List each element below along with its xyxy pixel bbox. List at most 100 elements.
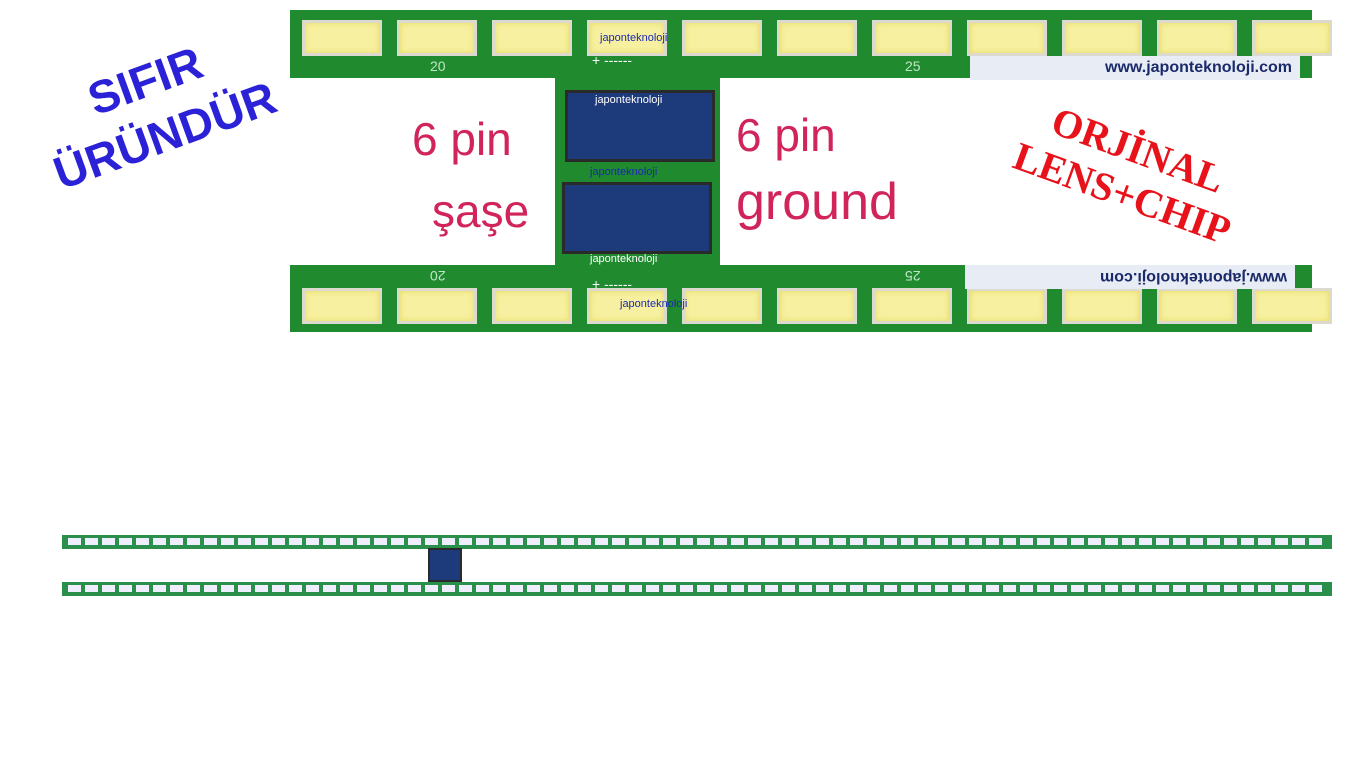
led-chip [425, 585, 438, 592]
led-chip [68, 538, 81, 545]
led-chip [1122, 585, 1135, 592]
led-chip [397, 288, 477, 324]
led-chip [204, 585, 217, 592]
led-chip [629, 538, 642, 545]
led-chip [765, 585, 778, 592]
led-chip [544, 538, 557, 545]
led-chip [646, 538, 659, 545]
led-chip [952, 585, 965, 592]
led-chip [587, 20, 667, 56]
brand-text: japonteknoloji [600, 32, 668, 44]
led-chip [561, 585, 574, 592]
led-chip [85, 585, 98, 592]
led-chip [1309, 585, 1322, 592]
led-chip [527, 538, 540, 545]
led-strip-1 [62, 535, 1332, 549]
led-chip [587, 288, 667, 324]
led-chip [302, 20, 382, 56]
led-chip [102, 585, 115, 592]
led-chip [777, 20, 857, 56]
led-chip [782, 538, 795, 545]
url-label: www.japonteknoloji.com [970, 56, 1300, 80]
led-chip [391, 538, 404, 545]
led-chip [884, 585, 897, 592]
led-chip [476, 585, 489, 592]
led-chip [272, 585, 285, 592]
led-chip [1252, 20, 1332, 56]
led-chip [850, 538, 863, 545]
brand-text: japonteknoloji [590, 166, 658, 178]
led-chip [967, 20, 1047, 56]
brand-text: japonteknoloji [595, 94, 663, 106]
led-chip [374, 538, 387, 545]
led-chip [119, 538, 132, 545]
led-chip [748, 538, 761, 545]
led-chip [561, 538, 574, 545]
led-chip [459, 585, 472, 592]
led-chip [1054, 538, 1067, 545]
led-chip [357, 538, 370, 545]
new-product-stamp: SIFIR ÜRÜNDÜR [0, 4, 311, 212]
led-chip [1207, 585, 1220, 592]
led-chip [1088, 538, 1101, 545]
led-chip [391, 585, 404, 592]
led-chip [731, 585, 744, 592]
led-chip [1157, 20, 1237, 56]
led-chip [544, 585, 557, 592]
led-chip [187, 538, 200, 545]
led-chip [901, 585, 914, 592]
led-chip [493, 585, 506, 592]
led-chip [102, 538, 115, 545]
led-chip [663, 538, 676, 545]
led-chip [1139, 585, 1152, 592]
led-chip [1190, 585, 1203, 592]
led-chip [935, 585, 948, 592]
led-chip [476, 538, 489, 545]
led-chip [153, 585, 166, 592]
polarity-marking: + ------ [592, 276, 633, 292]
led-chip [1258, 538, 1271, 545]
led-chip [289, 538, 302, 545]
led-chip [1003, 538, 1016, 545]
led-chip [1157, 288, 1237, 324]
led-chip [1139, 538, 1152, 545]
led-chip [1173, 538, 1186, 545]
led-chip [204, 538, 217, 545]
led-chip [1037, 585, 1050, 592]
led-strip-2 [62, 582, 1332, 596]
led-chip [153, 538, 166, 545]
led-chip [918, 585, 931, 592]
led-chip [884, 538, 897, 545]
led-chip [697, 585, 710, 592]
led-chip [663, 585, 676, 592]
led-chip [816, 538, 829, 545]
led-chip [986, 585, 999, 592]
label-sase: şaşe [432, 185, 530, 237]
led-chip [1003, 585, 1016, 592]
led-chip [397, 20, 477, 56]
led-chip [238, 585, 251, 592]
led-chip [1037, 538, 1050, 545]
label-6pin-right: 6 pin [736, 109, 836, 161]
led-chip [680, 585, 693, 592]
led-chip [1275, 538, 1288, 545]
led-chip [782, 585, 795, 592]
led-chip [969, 538, 982, 545]
led-chip [459, 538, 472, 545]
led-number: 20 [430, 268, 446, 284]
led-chip [918, 538, 931, 545]
url-label: www.japonteknoloji.com [965, 265, 1295, 289]
led-chip [1309, 538, 1322, 545]
led-chip [1105, 585, 1118, 592]
led-chip [1156, 585, 1169, 592]
led-chip [1292, 585, 1305, 592]
led-chip [510, 585, 523, 592]
led-chip [1088, 585, 1101, 592]
brand-text: japonteknoloji [620, 298, 688, 310]
led-chip [527, 585, 540, 592]
led-chip [867, 585, 880, 592]
led-chip [493, 538, 506, 545]
led-chip [221, 538, 234, 545]
led-chip [492, 288, 572, 324]
led-number: 25 [905, 268, 921, 284]
